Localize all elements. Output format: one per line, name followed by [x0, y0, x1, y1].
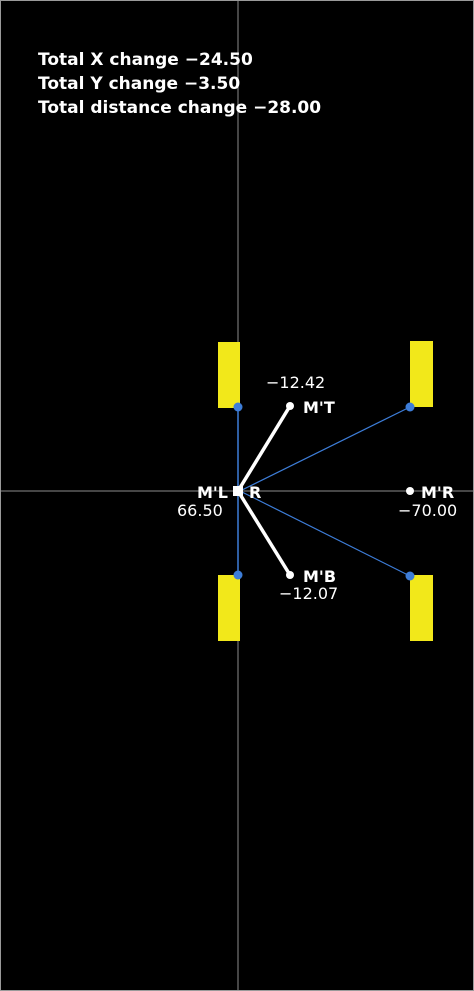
joint-right-bottom — [405, 571, 415, 581]
summary-stats: Total X change −24.50 Total Y change −3.… — [38, 48, 321, 120]
value-mb: −12.07 — [279, 584, 338, 603]
pad-left-bottom — [218, 575, 240, 641]
joint-left-bottom — [233, 570, 243, 580]
value-ml: 66.50 — [177, 501, 223, 520]
value-mt: −12.42 — [266, 373, 325, 392]
label-ml: M'L — [197, 483, 228, 502]
node-mt — [286, 402, 294, 410]
node-mb — [286, 571, 294, 579]
value-mr: −70.00 — [398, 501, 457, 520]
label-mb: M'B — [303, 567, 336, 586]
node-mr — [406, 487, 414, 495]
joint-right-top — [405, 402, 415, 412]
vector-to-mt — [236, 405, 292, 492]
joint-left-top — [233, 402, 243, 412]
vector-to-mb — [236, 490, 292, 576]
node-r — [233, 486, 243, 496]
pad-right-bottom — [410, 575, 433, 641]
total-distance-change: Total distance change −28.00 — [38, 98, 322, 118]
total-y-change: Total Y change −3.50 — [38, 74, 241, 94]
pad-right-top — [410, 341, 433, 407]
label-r: R — [249, 483, 261, 502]
pad-left-top — [218, 342, 240, 408]
label-mr: M'R — [421, 483, 454, 502]
total-x-change: Total X change −24.50 — [38, 50, 253, 70]
label-mt: M'T — [303, 398, 335, 417]
link-center-right-bottom — [239, 490, 411, 577]
link-center-right-top — [239, 406, 411, 492]
